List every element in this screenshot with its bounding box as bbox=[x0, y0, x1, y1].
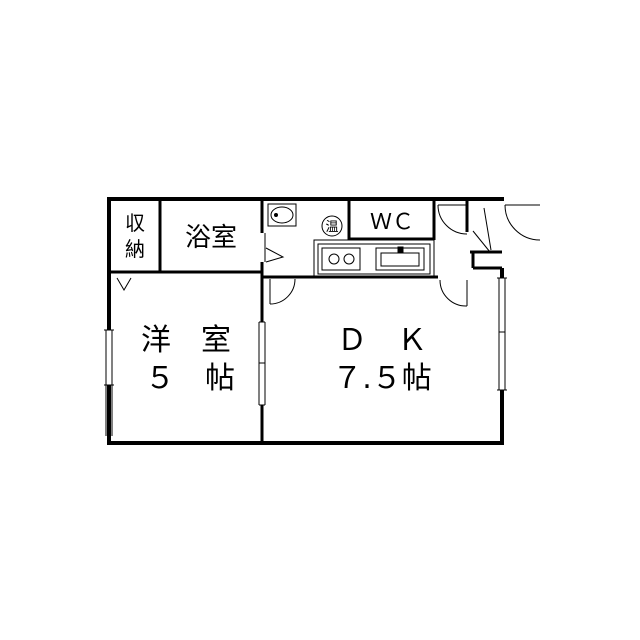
sliding-door-western-dk bbox=[258, 321, 266, 406]
storage-label-line1: 収 bbox=[125, 211, 145, 235]
washbasin-icon bbox=[267, 203, 297, 227]
sink-icon bbox=[375, 246, 425, 271]
dk-label-line1: Ｄ Ｋ bbox=[337, 323, 427, 358]
door-dk-left bbox=[269, 278, 296, 305]
outer-walls bbox=[107, 197, 504, 445]
dk-label-line2: ７.５帖 bbox=[332, 361, 432, 396]
water-heater-icon bbox=[321, 215, 343, 237]
door-entrance bbox=[472, 204, 541, 253]
window-dk-right bbox=[497, 277, 507, 391]
water-heater-label: 温 bbox=[325, 220, 338, 235]
door-dk-right bbox=[439, 279, 468, 307]
storage-label-line2: 納 bbox=[125, 237, 145, 261]
window-western-left bbox=[104, 329, 114, 436]
bath-label: 浴室 bbox=[185, 223, 237, 253]
door-storage bbox=[116, 277, 132, 291]
western-room-label-line1: 洋 室 bbox=[141, 323, 231, 358]
wc-label: ＷＣ bbox=[370, 210, 414, 235]
door-bath bbox=[264, 233, 285, 263]
stove-icon bbox=[321, 247, 361, 278]
door-wc bbox=[437, 204, 468, 235]
western-room-label-line2: ５ 帖 bbox=[145, 361, 235, 396]
kitchen-counter bbox=[313, 239, 435, 278]
